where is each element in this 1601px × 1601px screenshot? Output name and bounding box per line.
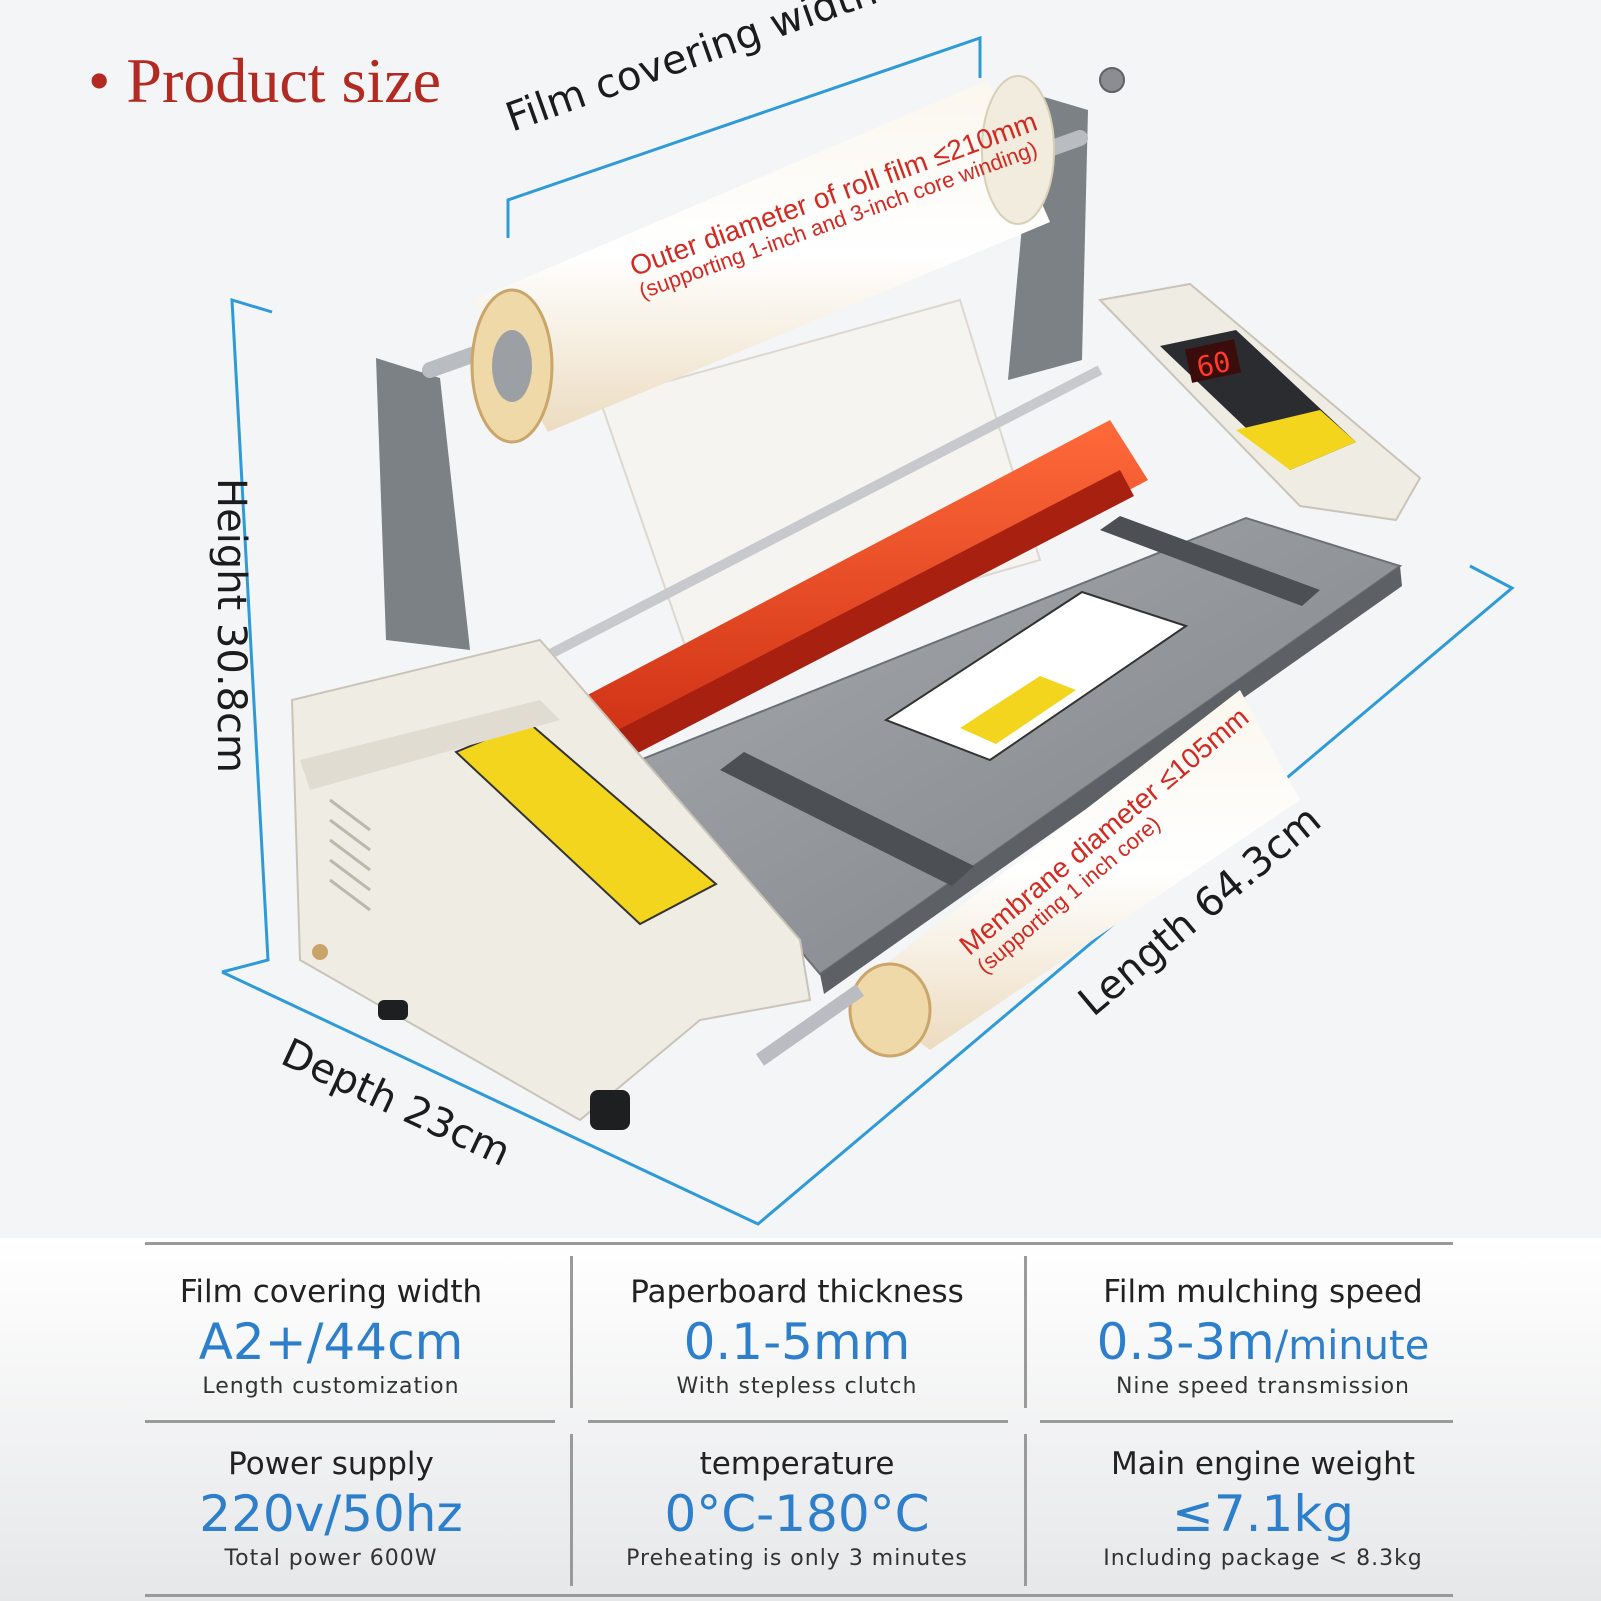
spec-value: 0.3-3m/minute [1038, 1314, 1488, 1370]
instruction-sticker [883, 590, 1189, 762]
height-label: Height 30.8cm [208, 478, 254, 773]
spec-label: Paperboard thickness [630, 1274, 964, 1310]
divider [1024, 1434, 1027, 1586]
spec-subtext: Including package < 8.3kg [1103, 1546, 1423, 1571]
spec-subtext: Length customization [202, 1374, 460, 1399]
spec-cell: Film covering width A2+/44cm Length cust… [106, 1270, 556, 1404]
spec-value: ≤7.1kg [1038, 1486, 1488, 1542]
lower-roll-shaft [755, 984, 865, 1066]
spec-subtext: With stepless clutch [676, 1374, 918, 1399]
left-support-arm [376, 358, 470, 650]
spec-value-text: A2+/44cm [198, 1313, 464, 1371]
spec-value-text: 0.1-5mm [683, 1313, 911, 1371]
divider [570, 1256, 573, 1408]
height-dimension-line [221, 297, 273, 974]
divider [145, 1594, 1453, 1597]
spec-subtext: Total power 600W [224, 1546, 438, 1571]
divider [588, 1420, 1008, 1423]
spec-label: temperature [699, 1446, 895, 1482]
upper-film-roll [470, 75, 1055, 444]
spec-subtext: Preheating is only 3 minutes [626, 1546, 968, 1571]
spec-value: A2+/44cm [106, 1314, 556, 1370]
laminator-machine-illustration: 60 [221, 35, 1515, 1226]
temperature-display [1185, 339, 1241, 383]
spec-cell: Film mulching speed 0.3-3m/minute Nine s… [1038, 1270, 1488, 1404]
spec-cell: Power supply 220v/50hz Total power 600W [106, 1442, 556, 1576]
divider [570, 1434, 573, 1586]
front-rail [497, 365, 1103, 685]
heated-rollers [540, 420, 1148, 786]
foot-left-front [590, 1090, 630, 1130]
spec-cell: Main engine weight ≤7.1kg Including pack… [1038, 1442, 1488, 1576]
specifications-table: Film covering width A2+/44cm Length cust… [0, 1238, 1601, 1601]
spec-cell: Paperboard thickness 0.1-5mm With steple… [572, 1270, 1022, 1404]
adjustment-knob [1099, 67, 1125, 93]
spec-label: Power supply [228, 1446, 434, 1482]
divider [145, 1242, 1453, 1245]
spec-value: 220v/50hz [106, 1486, 556, 1542]
spec-value-unit: /minute [1274, 1323, 1430, 1369]
lower-membrane-roll [848, 690, 1300, 1058]
spec-value-text: ≤7.1kg [1171, 1485, 1355, 1543]
left-housing [290, 638, 812, 1122]
spec-value-text: 0°C-180°C [664, 1485, 930, 1543]
temperature-display-readout: 60 [1194, 345, 1234, 384]
spec-label: Main engine weight [1111, 1446, 1415, 1482]
paper-guide-back [1100, 516, 1320, 606]
divider [1040, 1420, 1453, 1423]
feed-tray-front-edge [820, 566, 1402, 994]
foot-left-rear [378, 1000, 408, 1020]
paper-guide-front [720, 752, 974, 886]
spec-label: Film mulching speed [1103, 1274, 1423, 1310]
spec-value-text: 220v/50hz [199, 1485, 463, 1543]
film-width-dimension-line [506, 35, 982, 238]
spec-subtext: Nine speed transmission [1115, 1374, 1411, 1399]
spec-label: Film covering width [179, 1274, 483, 1310]
divider [1024, 1256, 1027, 1408]
page-title: • Product size [88, 45, 441, 116]
spec-value: 0°C-180°C [572, 1486, 1022, 1542]
right-control-housing [1097, 282, 1422, 522]
spec-cell: temperature 0°C-180°C Preheating is only… [572, 1442, 1022, 1576]
spec-value: 0.1-5mm [572, 1314, 1022, 1370]
spec-value-text: 0.3-3m [1096, 1313, 1275, 1371]
divider [145, 1420, 555, 1423]
